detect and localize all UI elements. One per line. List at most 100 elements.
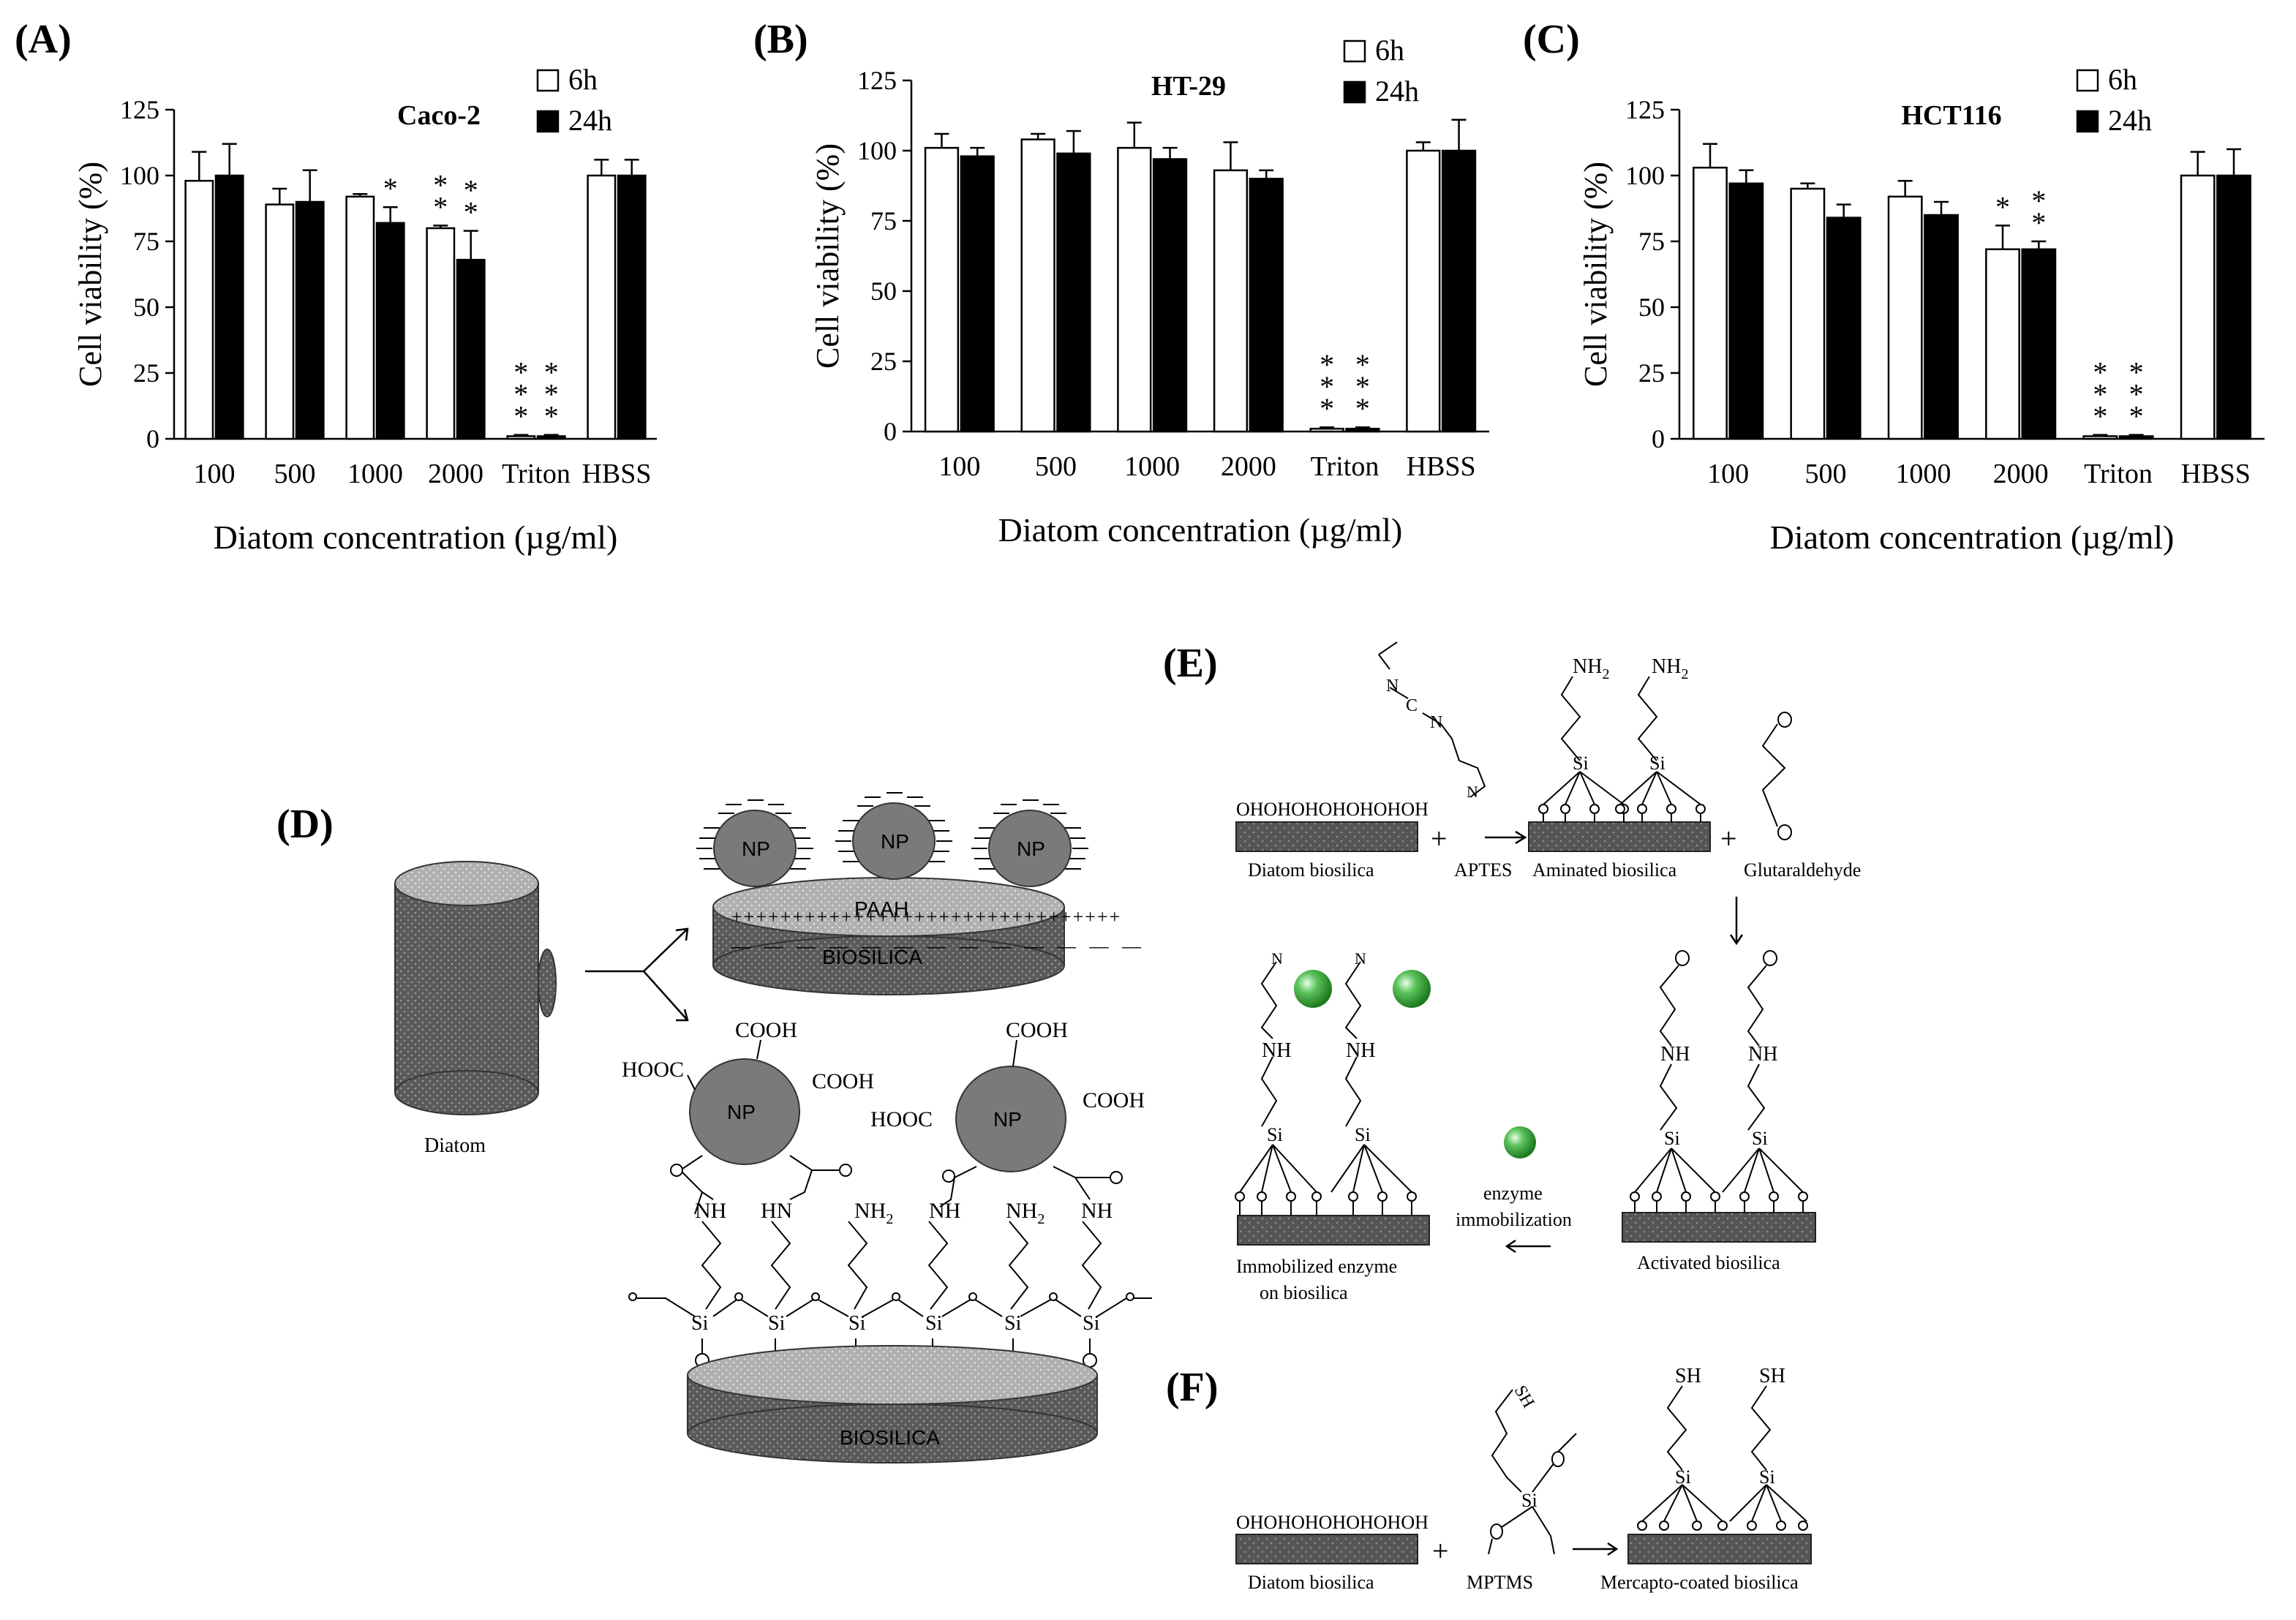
mptms-structure	[1488, 1389, 1577, 1555]
significance-star: *	[433, 168, 448, 201]
svg-text:NH2: NH2	[854, 1199, 893, 1227]
x-axis-label: Diatom concentration (µg/ml)	[214, 519, 618, 556]
legend-label: 24h	[2108, 104, 2152, 137]
panel-d-label: (D)	[276, 802, 334, 847]
x-tick-label: 2000	[1993, 459, 2049, 489]
svg-text:SH: SH	[1759, 1365, 1785, 1387]
mercapto-chains	[1637, 1385, 1808, 1531]
immobilized-label-2: on biosilica	[1260, 1282, 1348, 1303]
y-tick-label: 0	[1652, 424, 1665, 453]
chart-title: Caco-2	[397, 100, 481, 131]
chart-title: HT-29	[1151, 71, 1226, 102]
svg-text:Si: Si	[1649, 753, 1665, 774]
biosilica-label-top: BIOSILICA	[822, 946, 922, 968]
diatom-cylinder	[394, 861, 557, 1115]
svg-text:NH: NH	[1262, 1039, 1291, 1062]
x-tick-label: Triton	[2084, 459, 2153, 489]
bar-24h	[295, 200, 325, 440]
panel-label: (B)	[753, 17, 808, 62]
svg-text:N: N	[1271, 949, 1283, 968]
diatom-biosilica-label-e: Diatom biosilica	[1248, 859, 1374, 881]
bar-24h	[1441, 149, 1477, 433]
svg-text:NH2: NH2	[1652, 655, 1688, 682]
bar-24h	[2118, 435, 2154, 440]
significance-star: *	[433, 190, 448, 223]
bar-24h	[1345, 427, 1380, 433]
bar-6h	[1887, 195, 1923, 440]
legend-swatch-6h	[2076, 69, 2099, 92]
bar-6h	[506, 435, 536, 440]
significance-star: *	[1320, 348, 1334, 381]
y-tick-label: 75	[870, 206, 897, 236]
panel-f-label: (F)	[1166, 1365, 1219, 1410]
bar-24h	[214, 174, 244, 440]
bar-6h	[1213, 169, 1249, 433]
enzyme-sphere-2	[1393, 970, 1431, 1008]
svg-text:Si: Si	[1675, 1466, 1691, 1488]
x-tick-label: 100	[938, 451, 980, 482]
significance-star: *	[464, 174, 478, 207]
svg-text:Si: Si	[848, 1312, 866, 1335]
np-particles-bottom: NP NP	[689, 1058, 1066, 1172]
y-tick-label: 75	[133, 227, 159, 256]
legend-swatch-6h	[1343, 39, 1366, 63]
glutaraldehyde-label: Glutaraldehyde	[1744, 859, 1861, 881]
bar-24h	[617, 174, 647, 440]
x-tick-label: 2000	[1221, 451, 1276, 482]
biosilica-label-bottom: BIOSILICA	[840, 1426, 940, 1449]
x-tick-label: 500	[1035, 451, 1077, 482]
bar-24h	[1152, 158, 1188, 433]
x-tick-label: 500	[274, 459, 316, 489]
legend-swatch-24h	[2076, 110, 2099, 133]
y-axis-label: Cell viability (%)	[810, 143, 846, 369]
enzyme-sphere-1	[1294, 970, 1332, 1008]
bar-6h	[1985, 248, 2020, 440]
legend-swatch-24h	[1343, 80, 1366, 104]
svg-text:Si: Si	[1267, 1124, 1283, 1145]
aminated-chains	[1538, 676, 1706, 822]
svg-text:enzyme: enzyme	[1483, 1183, 1543, 1204]
svg-text:COOH: COOH	[735, 1018, 797, 1042]
mercapto-biosilica-slab	[1627, 1534, 1812, 1564]
panel-label: (A)	[15, 17, 72, 62]
bar-6h	[345, 195, 375, 440]
bar-24h	[1249, 178, 1284, 433]
svg-text:HN: HN	[761, 1199, 792, 1223]
svg-text:NH: NH	[1346, 1039, 1375, 1062]
legend-label: 24h	[568, 104, 612, 137]
aminated-label: Aminated biosilica	[1532, 859, 1677, 881]
svg-text:NH2: NH2	[1006, 1199, 1045, 1227]
arrow-e1	[1485, 830, 1527, 845]
x-tick-label: HBSS	[2181, 459, 2251, 489]
svg-text:SH: SH	[1675, 1365, 1701, 1387]
svg-text:NP: NP	[881, 830, 909, 853]
svg-text:NP: NP	[1017, 837, 1045, 860]
significance-star: *	[1355, 370, 1370, 403]
x-tick-label: Triton	[1311, 451, 1380, 482]
y-tick-label: 125	[1625, 95, 1665, 124]
svg-text:Si: Si	[691, 1312, 709, 1335]
bar-6h	[2082, 435, 2118, 440]
split-arrows	[585, 927, 689, 1022]
significance-star: *	[544, 378, 559, 411]
y-tick-label: 25	[133, 358, 159, 388]
paah-biosilica-disk: ++++++++++++++++++++++++++++++++ — — — —…	[712, 877, 1145, 995]
bar-24h	[1728, 182, 1764, 440]
np-particles-top: NP NP NP	[696, 792, 1088, 887]
bar-24h	[2216, 174, 2251, 440]
bar-6h	[265, 203, 295, 440]
svg-text:NH: NH	[1081, 1199, 1113, 1223]
oh-row-f: OHOHOHOHOHOHOH	[1236, 1512, 1429, 1533]
chart-title: HCT116	[1901, 100, 2001, 131]
immobilized-label-1: Immobilized enzyme	[1236, 1256, 1397, 1277]
x-axis-label: Diatom concentration (µg/ml)	[1770, 519, 2175, 556]
significance-star: *	[2093, 400, 2107, 433]
svg-text:— — — — — — — — — — — — —: — — — — — — — — — — — — —	[731, 935, 1145, 957]
diatom-biosilica-label-f: Diatom biosilica	[1248, 1572, 1374, 1593]
y-tick-label: 100	[120, 161, 159, 190]
bar-6h	[426, 227, 456, 440]
mptms-label: MPTMS	[1467, 1572, 1533, 1593]
